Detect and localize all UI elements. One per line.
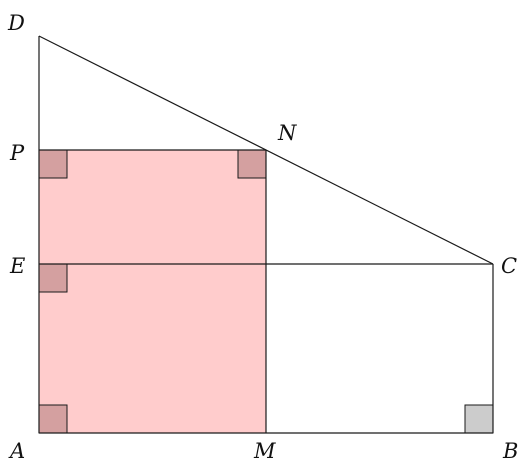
point-label-a: A: [8, 439, 25, 462]
right-angle-marker-n: [237, 149, 267, 179]
point-label-c: C: [501, 254, 517, 278]
shaded-rectangle-apnm: [39, 150, 266, 433]
point-label-m: M: [253, 439, 276, 462]
point-label-b: B: [502, 439, 518, 462]
segments: [38, 35, 494, 434]
right-angle-marker-e: [38, 263, 68, 293]
point-label-p: P: [9, 141, 25, 165]
right-angle-marker-a: [38, 404, 68, 434]
point-label-d: D: [7, 11, 25, 35]
point-label-e: E: [9, 254, 25, 278]
right-angle-marker-b: [464, 404, 494, 434]
point-label-n: N: [277, 121, 297, 145]
right-angle-marker-p: [38, 149, 68, 179]
